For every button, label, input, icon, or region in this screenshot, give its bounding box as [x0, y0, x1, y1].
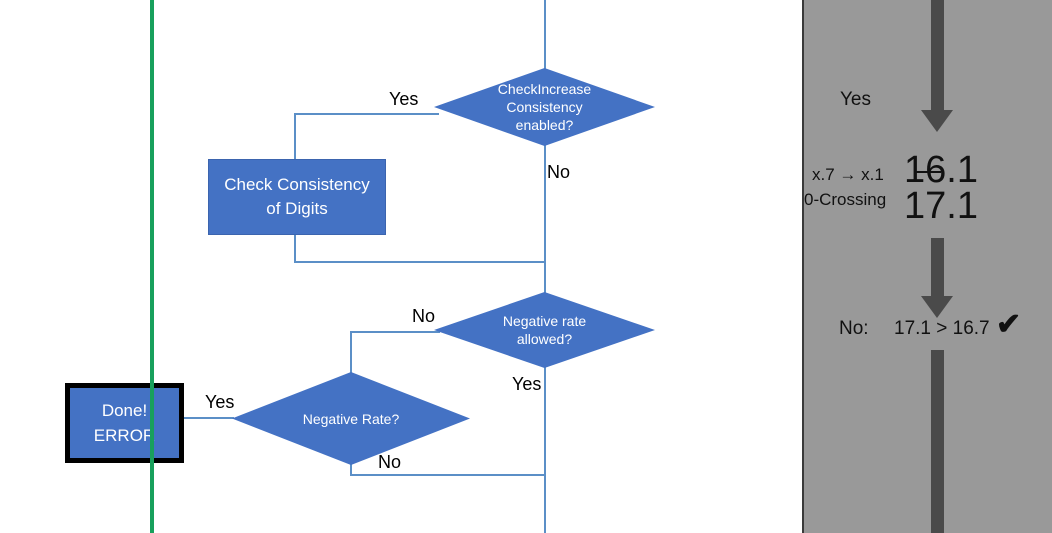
panel-arrow-top-shaft — [931, 0, 944, 111]
panel-yes-label: Yes — [840, 89, 871, 110]
connector-no-vertical — [544, 145, 546, 308]
connector-spine-top — [544, 0, 546, 82]
connector-nra-no-vertical — [350, 331, 352, 373]
connector-nra-no-horizontal — [350, 331, 440, 333]
edge-label-negative-rate-yes: Yes — [205, 392, 235, 412]
panel-result-comparison: 17.1 > 16.7 — [894, 318, 990, 339]
connector-yes-return — [294, 261, 545, 263]
connector-yes-horizontal — [294, 113, 439, 115]
panel-arrow-middle-shaft — [931, 238, 944, 298]
process-check-consistency-of-digits[interactable]: Check Consistency of Digits — [208, 159, 386, 235]
connector-done-yes — [172, 417, 234, 419]
panel-arrow-bottom-shaft — [931, 350, 944, 533]
connector-nr-no-horizontal — [350, 474, 546, 476]
panel-annotation-line2-label: 0-Crossing — [804, 190, 887, 209]
edge-label-negative-rate-allowed-yes: Yes — [512, 374, 542, 394]
edge-label-negative-rate-allowed-no: No — [412, 306, 436, 326]
panel-result-check-icon: ✔ — [996, 308, 1022, 341]
slide-divider-rule — [150, 0, 154, 533]
panel-arrow-top-head — [921, 110, 953, 132]
panel-annotation-line1-label: x.7 → x.1 — [812, 165, 884, 184]
panel-result-prefix: No: — [839, 318, 869, 339]
edge-label-check-increase-no: No — [547, 162, 571, 182]
terminator-done-error[interactable]: Done! ERROR — [65, 383, 184, 463]
connector-nr-no-vertical — [350, 463, 352, 476]
edge-label-check-increase-yes: Yes — [389, 89, 419, 109]
panel-annotation-value-current: 17.1 — [904, 185, 978, 227]
decision-check-increase-consistency[interactable]: CheckIncrease Consistency enabled? — [434, 68, 655, 146]
panel-arrow-middle-head — [921, 296, 953, 318]
connector-nra-yes-vertical — [544, 366, 546, 533]
panel-annotation-value-struck: 16.1 — [904, 149, 978, 191]
edge-label-negative-rate-no: No — [378, 452, 402, 472]
decision-negative-rate-allowed[interactable]: Negative rate allowed? — [434, 292, 655, 368]
decision-negative-rate[interactable]: Negative Rate? — [232, 372, 470, 465]
annotation-panel: Yes x.7 → x.1 0-Crossing 16.1 17.1 No: 1… — [802, 0, 1052, 533]
